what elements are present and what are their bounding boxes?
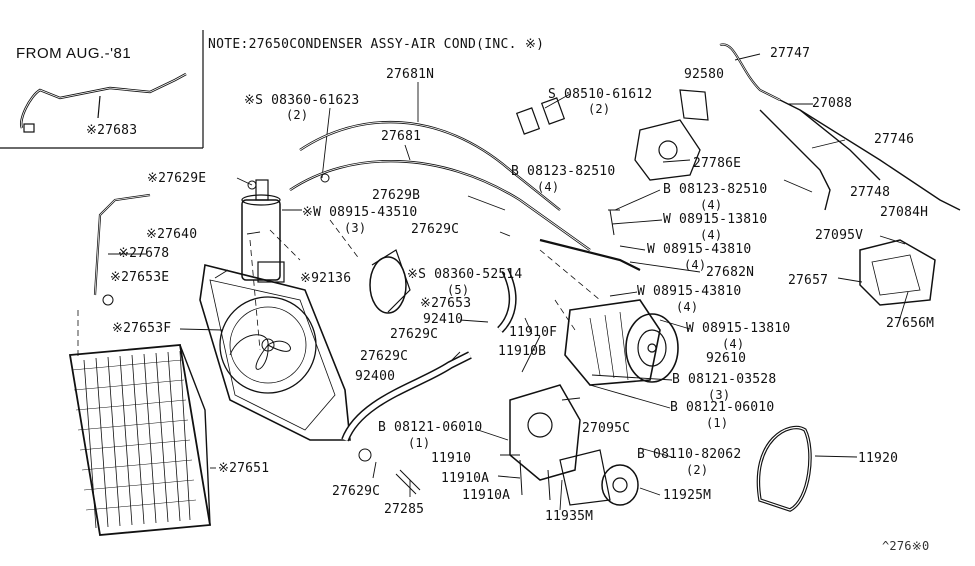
fan-shroud [199, 264, 351, 441]
compressor [564, 299, 679, 386]
callout-b-08121-06010-b: B 08121-06010 [378, 420, 483, 435]
callout-11910B: 11910B [498, 344, 547, 359]
callout-b-08121-03528: B 08121-03528 [672, 372, 777, 387]
callout-27682N: 27682N [706, 265, 755, 280]
callout-27640: ※27640 [146, 227, 198, 242]
callout-11910F: 11910F [509, 325, 558, 340]
callout-b-08121-03528-qty: (3) [708, 388, 731, 402]
callout-92400: 92400 [355, 369, 396, 384]
callout-11935M: 11935M [545, 509, 594, 524]
callout-b-08123-82510-b: B 08123-82510 [663, 182, 768, 197]
callout-b-08121-06010-a-qty: (1) [706, 416, 729, 430]
callout-27629C-d: 27629C [332, 484, 381, 499]
callout-b-08121-06010-b-qty: (1) [408, 436, 431, 450]
callout-27786E: 27786E [693, 156, 742, 171]
callout-27653E: ※27653E [110, 270, 170, 285]
pipes [93, 43, 961, 442]
diagram-code: ^276※0 [882, 539, 930, 553]
callout-w-08915-13810-b: W 08915-13810 [686, 321, 791, 336]
callout-27088: 27088 [812, 96, 853, 111]
callout-w-08915-13810-a-qty: (4) [700, 228, 723, 242]
callout-27095C: 27095C [582, 421, 631, 436]
callout-27629B: 27629B [372, 188, 421, 203]
gasket-parts [515, 89, 709, 181]
callout-w-08915-43810-a: W 08915-43810 [647, 242, 752, 257]
dashed-guides [77, 219, 601, 360]
callout-w-08915-43810-b-qty: (4) [676, 300, 699, 314]
callout-92410: 92410 [423, 312, 464, 327]
callout-27651: ※27651 [218, 461, 270, 476]
diagram-note: NOTE:27650CONDENSER ASSY-AIR COND(INC. ※… [208, 37, 545, 52]
callout-27653: ※27653 [420, 296, 472, 311]
condenser [68, 344, 212, 536]
compressor-brackets [509, 384, 639, 506]
callout-s-08360-61623: ※S 08360-61623 [244, 93, 360, 108]
callout-s-08360-61623-qty: (2) [286, 108, 309, 122]
callout-s-08360-52514-qty: (5) [447, 283, 470, 297]
callout-27629C-b: 27629C [390, 327, 439, 342]
callout-27678: ※27678 [118, 246, 170, 261]
callout-w-08915-13810-a: W 08915-13810 [663, 212, 768, 227]
callout-w-08915-43510-qty: (3) [344, 221, 367, 235]
inset-part-number: ※27683 [86, 123, 138, 138]
callout-92136: ※92136 [300, 271, 352, 286]
callout-b-08110-82062: B 08110-82062 [637, 447, 742, 462]
callout-w-08915-13810-b-qty: (4) [722, 337, 745, 351]
relay-unit [859, 239, 936, 306]
callout-27748: 27748 [850, 185, 891, 200]
callout-b-08110-82062-qty: (2) [686, 463, 709, 477]
callout-27656M: 27656M [886, 316, 935, 331]
drive-belt [756, 425, 812, 512]
callout-w-08915-43810-b: W 08915-43810 [637, 284, 742, 299]
receiver-drier [241, 179, 285, 283]
callout-27629C-a: 27629C [411, 222, 460, 237]
callout-b-08123-82510-a: B 08123-82510 [511, 164, 616, 179]
callout-92580: 92580 [684, 67, 725, 82]
callout-92610: 92610 [706, 351, 747, 366]
callout-27629C-c: 27629C [360, 349, 409, 364]
callout-b-08123-82510-a-qty: (4) [537, 180, 560, 194]
callout-b-08121-06010-a: B 08121-06010 [670, 400, 775, 415]
callout-27657: 27657 [788, 273, 829, 288]
callout-b-08123-82510-b-qty: (4) [700, 198, 723, 212]
callout-11920: 11920 [858, 451, 899, 466]
callout-s-08510-61612: S 08510-61612 [548, 87, 653, 102]
motor-assembly [369, 249, 411, 314]
callout-s-08360-52514: ※S 08360-52514 [407, 267, 523, 282]
callout-w-08915-43810-a-qty: (4) [684, 258, 707, 272]
callout-s-08510-61612-qty: (2) [588, 102, 611, 116]
inset-title: FROM AUG.-'81 [16, 45, 132, 62]
callout-11910A-a: 11910A [441, 471, 490, 486]
callout-27653F: ※27653F [112, 321, 172, 336]
callout-27084H: 27084H [880, 205, 929, 220]
callout-11925M: 11925M [663, 488, 712, 503]
callout-11910: 11910 [431, 451, 472, 466]
callout-27681: 27681 [381, 129, 422, 144]
callout-27285: 27285 [384, 502, 425, 517]
callout-27095V: 27095V [815, 228, 864, 243]
inset-box [0, 30, 204, 149]
callout-27747: 27747 [770, 46, 811, 61]
bolts [102, 173, 620, 501]
callout-w-08915-43510: ※W 08915-43510 [302, 205, 418, 220]
callout-27681N: 27681N [386, 67, 435, 82]
callout-27746: 27746 [874, 132, 915, 147]
callout-11910A-b: 11910A [462, 488, 511, 503]
callout-27629E: ※27629E [147, 171, 207, 186]
